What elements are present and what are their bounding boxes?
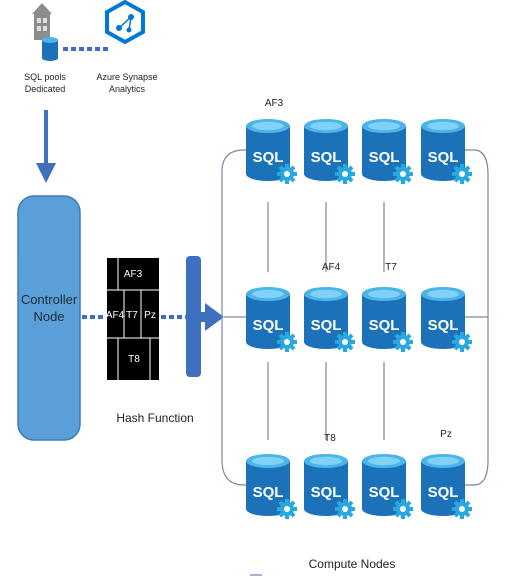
sql-pools-icon	[32, 3, 58, 61]
compute-network-lines	[221, 149, 489, 486]
tag-af4: AF4	[322, 262, 341, 273]
sql-db-r3c3: SQL	[362, 454, 413, 519]
synapse-label-line1: Azure Synapse	[96, 72, 157, 82]
azure-synapse-icon	[105, 0, 145, 45]
sql-text: SQL	[311, 317, 342, 334]
sql-text: SQL	[369, 317, 400, 334]
compute-nodes-caption: Compute Nodes	[309, 557, 396, 571]
sql-db-r1c3: SQL	[362, 119, 413, 184]
controller-label-line1: Controller	[21, 292, 78, 307]
sql-text: SQL	[253, 484, 284, 501]
sql-pools-label-line1: SQL pools	[24, 72, 66, 82]
sql-text: SQL	[428, 149, 459, 166]
sql-text: SQL	[253, 149, 284, 166]
tag-af3: AF3	[265, 98, 284, 109]
sql-db-r2c4: SQL	[421, 287, 472, 352]
sql-db-r3c4: SQL	[421, 454, 472, 519]
hash-cell-left: AF4	[106, 310, 125, 321]
hash-cell-top: AF3	[124, 269, 143, 280]
sql-db-r2c3: SQL	[362, 287, 413, 352]
sql-db-r1c4: SQL	[421, 119, 472, 184]
synapse-label-line2: Analytics	[109, 84, 146, 94]
sql-text: SQL	[369, 149, 400, 166]
sql-db-r3c2: SQL	[304, 454, 355, 519]
down-arrow-icon	[36, 110, 56, 183]
sql-db-r1c2: SQL	[304, 119, 355, 184]
tag-t8: T8	[324, 433, 336, 444]
sql-text: SQL	[428, 484, 459, 501]
tag-t7: T7	[385, 262, 397, 273]
sql-text: SQL	[311, 149, 342, 166]
distributor-arrow-icon	[186, 256, 224, 377]
tag-pz: Pz	[440, 429, 452, 440]
sql-text: SQL	[311, 484, 342, 501]
bottom-divider	[250, 574, 262, 576]
sql-db-r3c1: SQL	[246, 454, 297, 519]
hash-cell-right: Pz	[144, 310, 156, 321]
sql-db-r2c1: SQL	[246, 287, 297, 352]
sql-pools-label-line2: Dedicated	[25, 84, 66, 94]
sql-db-r1c1: SQL	[246, 119, 297, 184]
sql-db-r2c2: SQL	[304, 287, 355, 352]
sql-text: SQL	[428, 317, 459, 334]
hash-function-grid	[107, 258, 159, 380]
controller-label-line2: Node	[33, 309, 64, 324]
controller-node	[17, 195, 81, 441]
hash-cell-center: T7	[126, 310, 138, 321]
hash-cell-bottom: T8	[128, 354, 140, 365]
sql-text: SQL	[253, 317, 284, 334]
hash-function-caption: Hash Function	[116, 411, 193, 425]
sql-text: SQL	[369, 484, 400, 501]
